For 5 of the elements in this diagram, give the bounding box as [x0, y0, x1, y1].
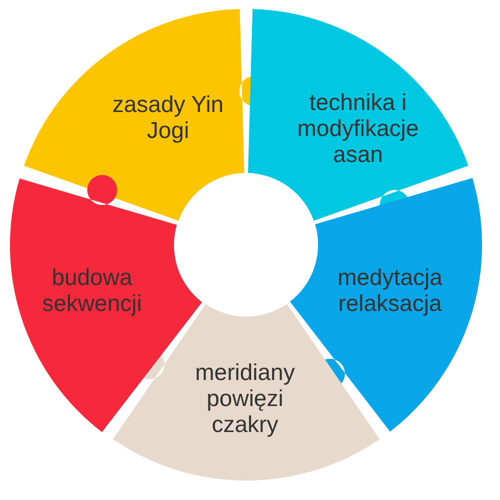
segment-label: meridiany powięzi czakry: [194, 358, 296, 437]
segment-label: zasady Yin Jogi: [111, 90, 225, 143]
segment-label: medytacja relaksacja: [336, 264, 444, 316]
segment-label: technika i modyfikacje asan: [296, 88, 420, 167]
segment-label: budowa sekwencji: [41, 264, 143, 316]
